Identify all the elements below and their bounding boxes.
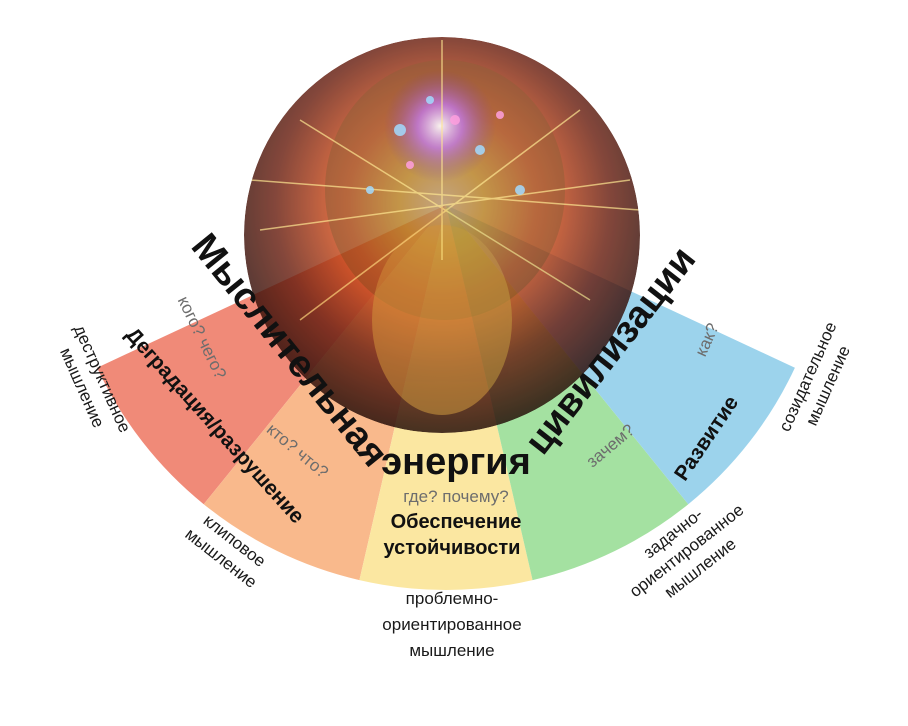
brain-head-image <box>244 37 640 433</box>
svg-text:мышление: мышление <box>409 641 494 660</box>
label-stability-1: Обеспечение <box>391 511 522 533</box>
title-word-2: энергия <box>381 441 531 483</box>
svg-text:ориентированное: ориентированное <box>382 615 521 634</box>
svg-text:проблемно-: проблемно- <box>406 589 499 608</box>
label-stability-2: устойчивости <box>384 537 521 559</box>
outer-label-problem: проблемно- ориентированное мышление <box>382 589 521 660</box>
question-where: где? почему? <box>403 487 508 506</box>
